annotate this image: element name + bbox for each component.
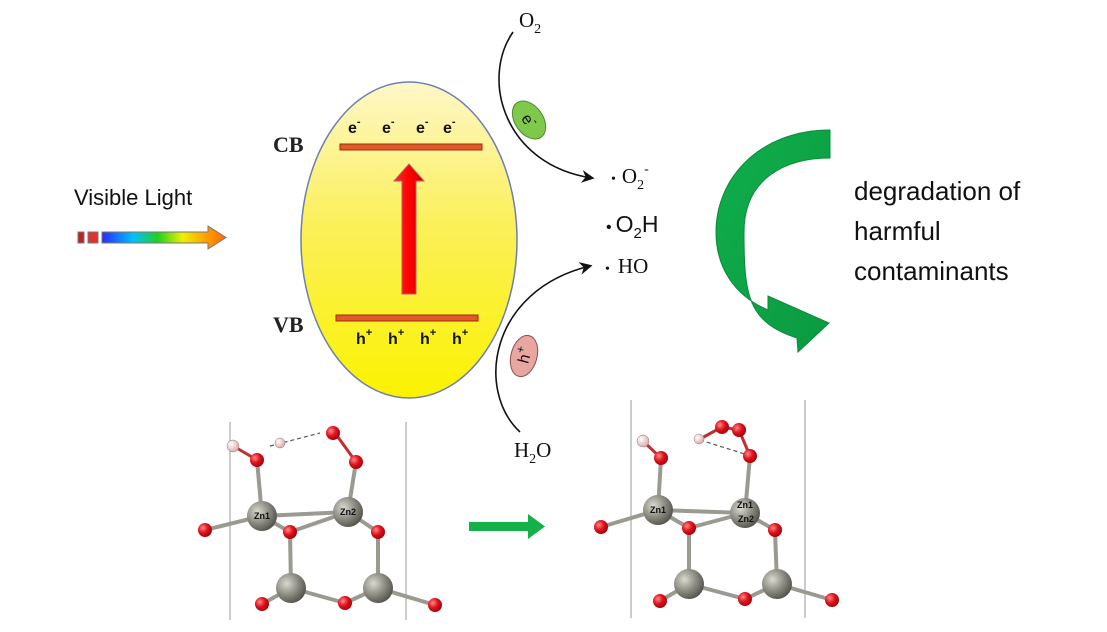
result-line-1: degradation of xyxy=(854,176,1021,206)
structure-before: Zn1 Zn2 xyxy=(198,422,442,620)
degradation-curved-arrow xyxy=(715,129,831,354)
superoxide-radical: •O2- xyxy=(611,162,649,193)
valence-band-line xyxy=(335,314,479,322)
zn2-label-after: Zn2 xyxy=(738,514,754,524)
h2o-label: H2O xyxy=(514,438,551,467)
hole-4: h+ xyxy=(452,327,468,348)
electron-4: e- xyxy=(443,116,456,137)
electron-1: e- xyxy=(348,116,361,137)
excitation-arrow xyxy=(392,163,426,295)
result-line-3: contaminants xyxy=(854,256,1009,286)
electron-row: e- e- e- e- xyxy=(348,116,456,137)
electron-2: e- xyxy=(382,116,395,137)
svg-text:h+: h+ xyxy=(511,344,536,365)
hole-row: h+ h+ h+ h+ xyxy=(356,327,468,348)
electron-tag: e- xyxy=(511,100,547,140)
zn1-label-after: Zn1 xyxy=(650,505,666,515)
hole-1: h+ xyxy=(356,327,372,348)
h2o-oxidation-arrow xyxy=(495,262,593,433)
zn1-label-before: Zn1 xyxy=(254,511,270,521)
hydroxyl-radical: •HO xyxy=(605,254,648,278)
hole-2: h+ xyxy=(388,327,404,348)
zn-overlap-label-after: Zn1 xyxy=(737,500,753,510)
structure-transition-arrow xyxy=(469,514,545,539)
hydroperoxyl-radical: •O2H xyxy=(606,211,658,242)
hole-tag: h+ xyxy=(509,334,539,378)
zn2-label-before: Zn2 xyxy=(340,507,356,517)
conduction-band-line xyxy=(339,143,483,151)
visible-light-label: Visible Light xyxy=(74,185,192,210)
result-line-2: harmful xyxy=(854,216,941,246)
o2-label: O2 xyxy=(519,8,541,37)
hole-3: h+ xyxy=(420,327,436,348)
electron-3: e- xyxy=(416,116,429,137)
cb-label: CB xyxy=(273,132,304,157)
visible-light-arrow xyxy=(77,225,227,250)
result-text: degradation of harmful contaminants xyxy=(854,176,1021,286)
vb-label: VB xyxy=(273,312,304,337)
structure-after: Zn1 Zn1 Zn2 xyxy=(594,400,839,618)
o2-reduction-arrow xyxy=(498,31,595,183)
